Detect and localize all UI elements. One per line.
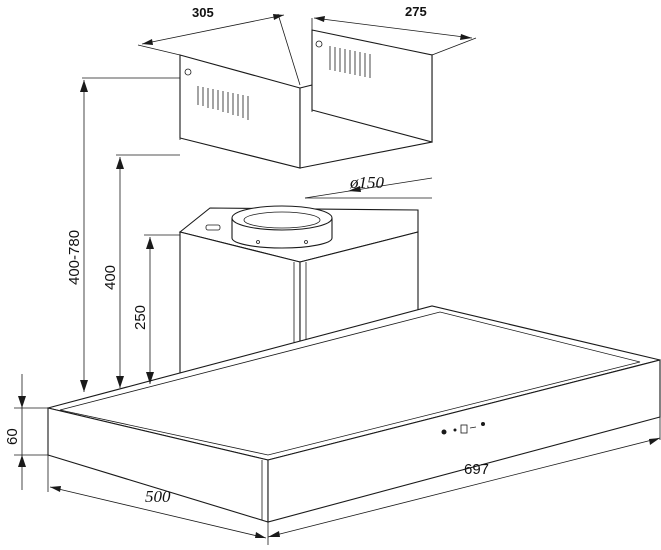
dim-label-diameter: ø150: [349, 173, 385, 192]
dim-chimney-depth: 275: [311, 4, 477, 56]
dim-label-250: 250: [132, 305, 149, 330]
duct-collar: [231, 205, 333, 249]
screw-hole-icon: [184, 68, 192, 76]
canopy: [47, 305, 661, 523]
control-button-icon: [481, 422, 485, 426]
dim-label-400-780: 400-780: [66, 230, 83, 285]
dim-label-60: 60: [4, 428, 21, 445]
dim-label-400: 400: [102, 265, 119, 290]
dim-label-500: 500: [145, 487, 171, 506]
dim-canopy-width: 697: [267, 417, 661, 545]
screw-hole-icon: [315, 40, 323, 48]
vent-slots-back: [329, 46, 371, 78]
upper-chimney: [179, 29, 433, 169]
control-display-icon: [460, 424, 468, 434]
control-button-icon: [441, 429, 447, 435]
dim-motor-height: 400: [102, 154, 180, 388]
dim-canopy-thickness: 60: [4, 374, 48, 490]
dim-label-697: 697: [464, 461, 489, 478]
vent-slots-left: [197, 86, 249, 120]
control-button-icon: [453, 428, 457, 432]
dim-duct-diameter: ø150: [304, 173, 433, 199]
clip-icon: [205, 224, 221, 231]
control-panel: [441, 422, 485, 435]
dim-label-305: 305: [192, 5, 214, 20]
dim-motor-lower-height: 250: [132, 234, 180, 384]
dim-canopy-depth: 500: [47, 455, 267, 539]
dim-chimney-width: 305: [137, 5, 301, 86]
dim-total-height: 400-780: [66, 77, 180, 392]
dim-label-275: 275: [405, 4, 427, 19]
